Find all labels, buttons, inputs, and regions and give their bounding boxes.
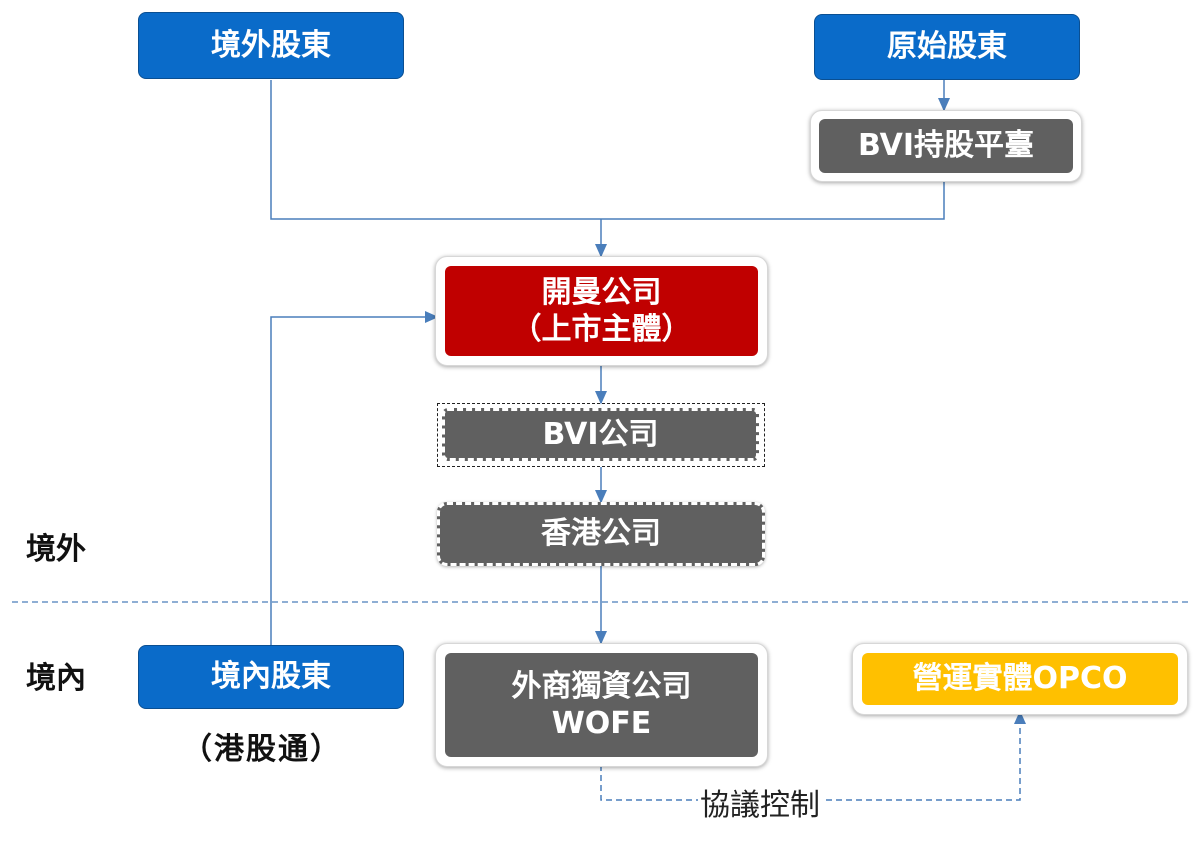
node-offshore-shareholders-label: 境外股東 [211,27,331,63]
node-wofe-line1: 外商獨資公司 [511,668,692,704]
frame-opco: 營運實體OPCO [852,643,1188,715]
region-label-onshore: 境內 [26,661,86,696]
edge-label-contractual-control: 協議控制 [698,780,822,824]
node-hk-company[interactable]: 香港公司 [437,502,765,566]
node-wofe-line2: WOFE [551,706,652,741]
edge-domestic-to-listed [270,311,439,645]
edge-bvi-platform-to-listed [601,182,945,220]
node-offshore-shareholders[interactable]: 境外股東 [138,12,404,79]
frame-bvi-company: BVI公司 [437,403,765,467]
node-wofe[interactable]: 外商獨資公司 WOFE [445,653,758,757]
region-label-offshore: 境外 [26,532,86,567]
frame-bvi-platform: BVI持股平臺 [810,110,1082,182]
node-bvi-holding-platform-label: BVI持股平臺 [857,128,1035,164]
node-domestic-shareholders[interactable]: 境內股東 [138,645,404,709]
node-original-shareholders-label: 原始股東 [887,29,1007,65]
node-listed-entity-line2: （上市主體） [511,312,692,347]
node-listed-entity-line1: 開曼公司 [541,274,662,310]
node-listed-entity[interactable]: 開曼公司 （上市主體） [445,266,758,356]
edge-offshore-to-listed [270,80,601,220]
node-opco-label: 營運實體OPCO [912,661,1128,697]
node-domestic-shareholders-label: 境內股東 [211,659,331,695]
node-bvi-company[interactable]: BVI公司 [442,408,759,461]
node-bvi-holding-platform[interactable]: BVI持股平臺 [819,119,1073,173]
node-original-shareholders[interactable]: 原始股東 [814,14,1080,80]
domestic-shareholders-note: （港股通） [182,732,342,767]
node-hk-company-label: 香港公司 [541,516,661,552]
node-opco[interactable]: 營運實體OPCO [862,653,1178,705]
frame-listed-entity: 開曼公司 （上市主體） [435,256,768,366]
node-bvi-company-label: BVI公司 [542,416,659,452]
frame-wofe: 外商獨資公司 WOFE [435,643,768,767]
